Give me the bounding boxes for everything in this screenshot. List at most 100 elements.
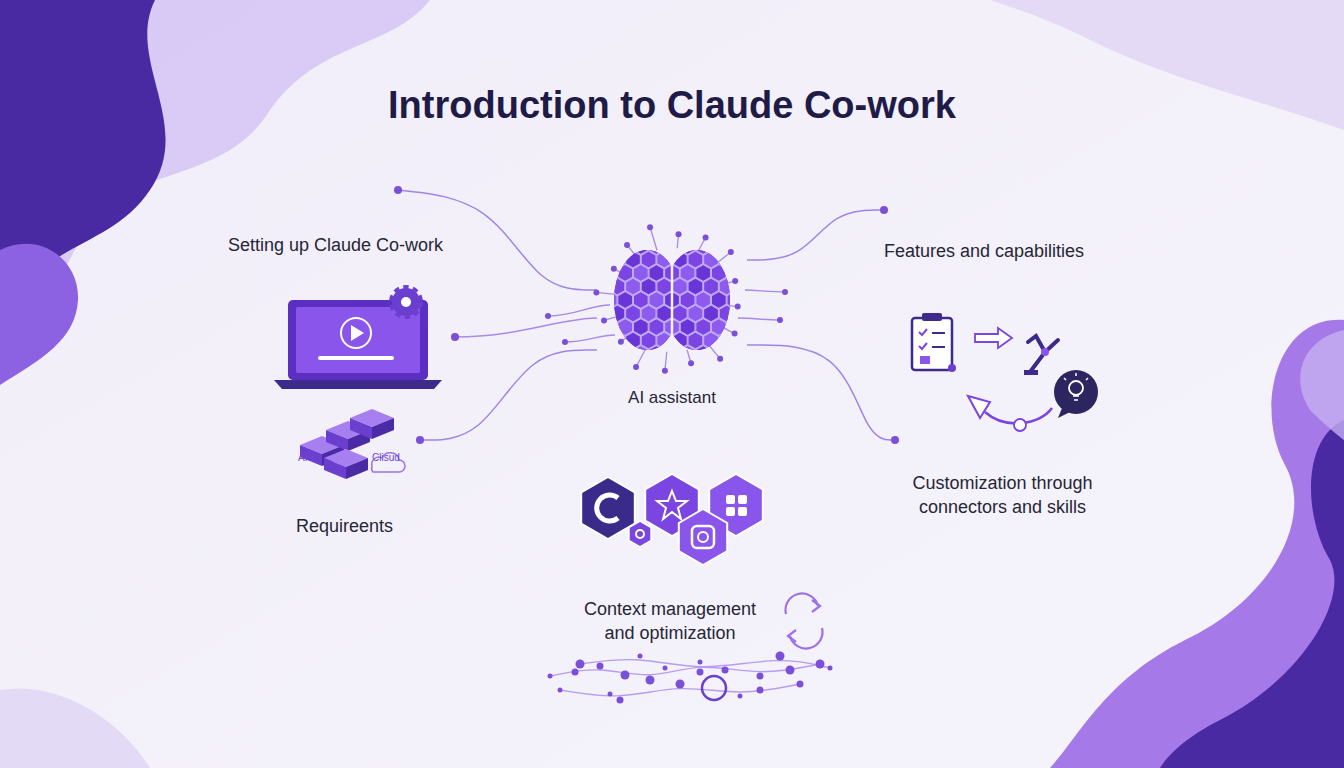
network-dot <box>608 692 613 697</box>
topic-label: Features and capabilities <box>884 205 1114 263</box>
server-side <box>326 430 348 451</box>
brain-cell <box>587 345 602 362</box>
brain-cell <box>641 224 656 241</box>
brain-cell <box>719 359 734 376</box>
icon-label: Clisud <box>372 452 400 463</box>
network-dot <box>638 654 643 659</box>
network-dot <box>698 660 703 665</box>
brain-cell <box>727 318 742 335</box>
brain-cell <box>719 224 734 241</box>
server-side <box>350 418 372 439</box>
return-node <box>1014 419 1026 431</box>
brain-cell <box>626 359 641 376</box>
brain-cell <box>579 224 594 241</box>
hex-glyph <box>636 530 644 538</box>
leader-line <box>548 305 610 316</box>
brain-spoke-dot <box>728 249 734 255</box>
cycle-head <box>812 600 820 612</box>
brain-cell <box>594 278 609 295</box>
brain-cell <box>727 264 742 281</box>
node-text: Requireents <box>296 514 420 538</box>
brain-cell <box>766 332 781 349</box>
icon-label: API <box>298 452 314 463</box>
leader-line <box>565 335 615 342</box>
brain-cell <box>587 264 602 281</box>
network-dot <box>548 674 553 679</box>
brain-cell <box>750 224 765 241</box>
brain-cell <box>587 291 602 308</box>
brain-cell <box>696 345 711 362</box>
brain-cell <box>602 264 617 281</box>
brain-cell <box>579 359 594 376</box>
brain-cell <box>594 359 609 376</box>
brain-cell <box>711 237 726 254</box>
brain-cell <box>571 237 586 254</box>
network-dot <box>776 652 785 661</box>
brain-cell <box>594 251 609 268</box>
list-lines <box>932 333 945 347</box>
cloud-icon <box>372 453 405 472</box>
brain-cell <box>735 251 750 268</box>
bulb-rays <box>1064 373 1088 400</box>
corner-blob <box>0 244 78 385</box>
network-dot <box>676 680 685 689</box>
brain-cell <box>579 251 594 268</box>
network-dot <box>576 660 585 669</box>
robot-arm <box>1028 336 1058 372</box>
play-ring <box>341 318 371 348</box>
app-hexagon <box>629 521 652 547</box>
network-dot <box>828 666 833 671</box>
corner-blob <box>0 688 150 768</box>
brain-cell <box>735 359 750 376</box>
brain-cell <box>750 332 765 349</box>
brain-cell <box>594 332 609 349</box>
brain-spoke-dot <box>732 278 738 284</box>
brain-spoke-dot <box>717 356 723 362</box>
hex-glyph <box>657 491 687 519</box>
brain-cell <box>735 278 750 295</box>
leader-dot <box>451 333 459 341</box>
leader-line <box>745 290 785 292</box>
brain-cell <box>587 237 602 254</box>
brain-cell <box>719 251 734 268</box>
gear-icon <box>392 288 420 316</box>
brain-cell <box>579 305 594 322</box>
hex-glyph <box>738 495 747 504</box>
brain-cell <box>602 237 617 254</box>
laptop-display <box>296 307 420 373</box>
bulb-icon <box>1069 381 1083 395</box>
branch-end-dot <box>880 206 888 214</box>
brain-cell <box>727 237 742 254</box>
list-box <box>920 356 930 364</box>
brain-cell <box>704 359 719 376</box>
brain-cell <box>743 291 758 308</box>
brain-spoke <box>650 227 657 250</box>
brain-cell <box>672 224 687 241</box>
leader-dot <box>777 317 783 323</box>
flow-arrow <box>975 328 1012 348</box>
brain-spoke-dot <box>601 317 607 323</box>
clipboard-dot <box>948 364 956 372</box>
hex-glyph <box>597 495 618 521</box>
leader-line <box>455 318 597 337</box>
brain-cell <box>750 359 765 376</box>
server-side <box>346 458 368 479</box>
brain-cell <box>735 332 750 349</box>
corner-blob <box>1160 420 1344 768</box>
brain-cell <box>688 359 703 376</box>
brain-cells <box>571 224 781 378</box>
brain-cell <box>758 345 773 362</box>
brain-spoke-dot <box>593 289 599 295</box>
server-side <box>324 458 346 479</box>
network-dot <box>572 669 579 676</box>
mindmap-branch <box>747 345 895 440</box>
corner-blob <box>990 0 1344 130</box>
brain-spoke-dot <box>611 266 617 272</box>
brain-cell <box>579 278 594 295</box>
brain-divide <box>671 250 674 350</box>
brain-spoke-dot <box>735 304 741 310</box>
progress-bar <box>318 356 394 360</box>
brain-cell <box>626 224 641 241</box>
